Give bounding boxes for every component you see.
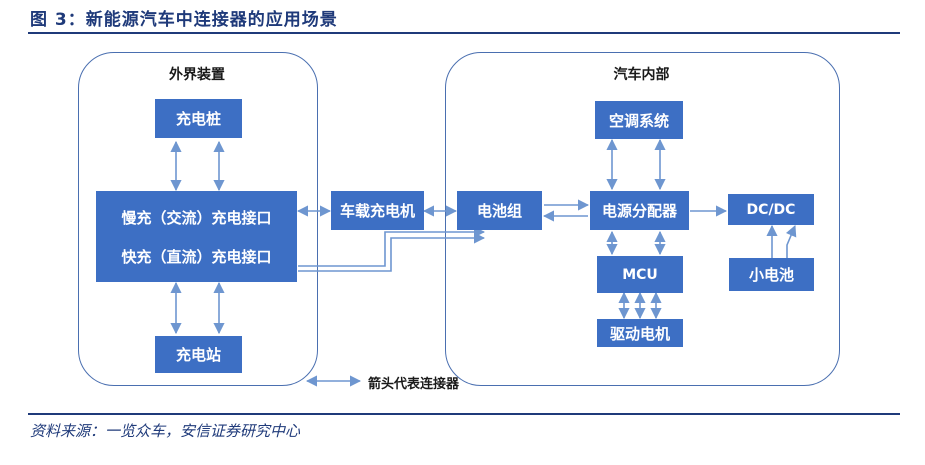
vehicle-interior-label: 汽车内部 [613,67,670,83]
power-distributor-box: 电源分配器 [590,191,689,230]
source-note: 资料来源：一览众车，安信证券研究中心 [30,422,301,440]
charging-ports-box: 慢充（交流）充电接口 快充（直流）充电接口 [96,191,297,282]
fast-charge-port-label: 快充（直流）充电接口 [121,247,272,266]
connector-fast-port-battery-b [298,232,486,272]
legend-label: 箭头代表连接器 [368,377,460,392]
mcu-box: MCU [597,256,683,293]
dcdc-box: DC/DC [728,194,814,225]
charging-pile-box: 充电桩 [155,99,242,138]
connector-fast-port-battery-a [298,226,486,267]
bottom-rule [28,413,900,415]
ac-system-box: 空调系统 [595,101,683,139]
connector-smallbattery-dcdc-right [785,224,797,258]
external-devices-label: 外界装置 [169,67,225,83]
battery-pack-box: 电池组 [457,191,542,230]
drive-motor-box: 驱动电机 [597,319,683,347]
slow-charge-port-label: 慢充（交流）充电接口 [121,208,272,227]
small-battery-box: 小电池 [729,258,814,291]
onboard-charger-box: 车载充电机 [331,191,424,230]
charging-station-box: 充电站 [155,336,242,373]
top-rule [28,32,900,34]
figure-title: 图 3：新能源汽车中连接器的应用场景 [30,10,338,30]
